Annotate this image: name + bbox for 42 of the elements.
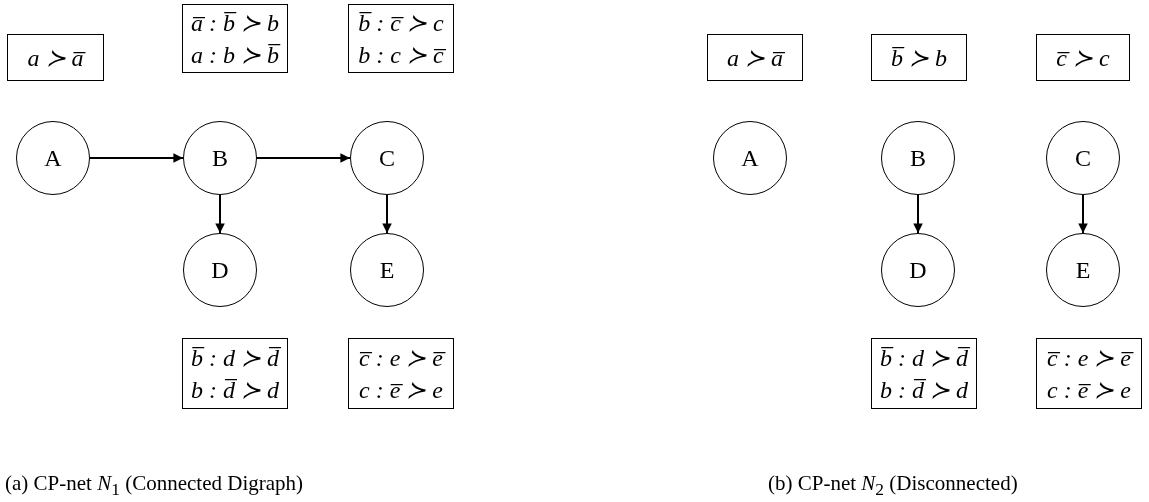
arrow <box>1078 194 1088 234</box>
preference-rule: b̅ : c̅ ≻ c <box>358 8 444 38</box>
arrow <box>89 153 184 163</box>
cp-table-box <box>707 34 803 81</box>
node-label: B <box>910 144 926 173</box>
node-label: C <box>1075 144 1091 173</box>
preference-rule: b̅ ≻ b <box>891 43 947 73</box>
node-label: A <box>44 144 62 173</box>
node-label: B <box>212 144 228 173</box>
cp-table-box <box>348 4 454 73</box>
node-label: E <box>379 256 395 285</box>
node-label: A <box>741 144 759 173</box>
cp-table-box <box>182 4 288 73</box>
caption: (a) CP-net N$_{1}$ (Connected Digraph) <box>5 471 304 501</box>
preference-rule: a ≻ a̅ <box>727 43 783 73</box>
cp-table-box <box>871 338 977 409</box>
cp-table-box <box>871 34 967 81</box>
caption: (b) CP-net N$_{2}$ (Disconnected) <box>768 471 1018 501</box>
node-label: C <box>379 144 395 173</box>
preference-rule: a ≻ a̅ <box>27 43 84 73</box>
cp-table-box <box>182 338 288 409</box>
preference-rule: c : e̅ ≻ e <box>359 375 443 405</box>
cp-table-box <box>7 34 104 81</box>
arrow <box>256 153 351 163</box>
preference-rule: b : d̅ ≻ d <box>191 375 279 405</box>
preference-rule: c : e̅ ≻ e <box>1047 375 1131 405</box>
preference-rule: a : b ≻ b̅ <box>191 40 279 70</box>
node-label: D <box>909 256 927 285</box>
cp-table-box <box>1036 34 1130 81</box>
preference-rule: a̅ : b̅ ≻ b <box>191 8 279 38</box>
arrow <box>913 194 923 234</box>
arrow <box>215 194 225 234</box>
preference-rule: c̅ ≻ c <box>1056 43 1110 73</box>
node-label: D <box>211 256 229 285</box>
preference-rule: b : c ≻ c̅ <box>358 40 444 70</box>
cp-table-box <box>348 338 454 409</box>
node-label: E <box>1075 256 1091 285</box>
arrow <box>382 194 392 234</box>
preference-rule: b̅ : d ≻ d̅ <box>880 343 968 373</box>
cp-table-box <box>1036 338 1142 409</box>
preference-rule: b̅ : d ≻ d̅ <box>191 343 279 373</box>
preference-rule: b : d̅ ≻ d <box>880 375 968 405</box>
